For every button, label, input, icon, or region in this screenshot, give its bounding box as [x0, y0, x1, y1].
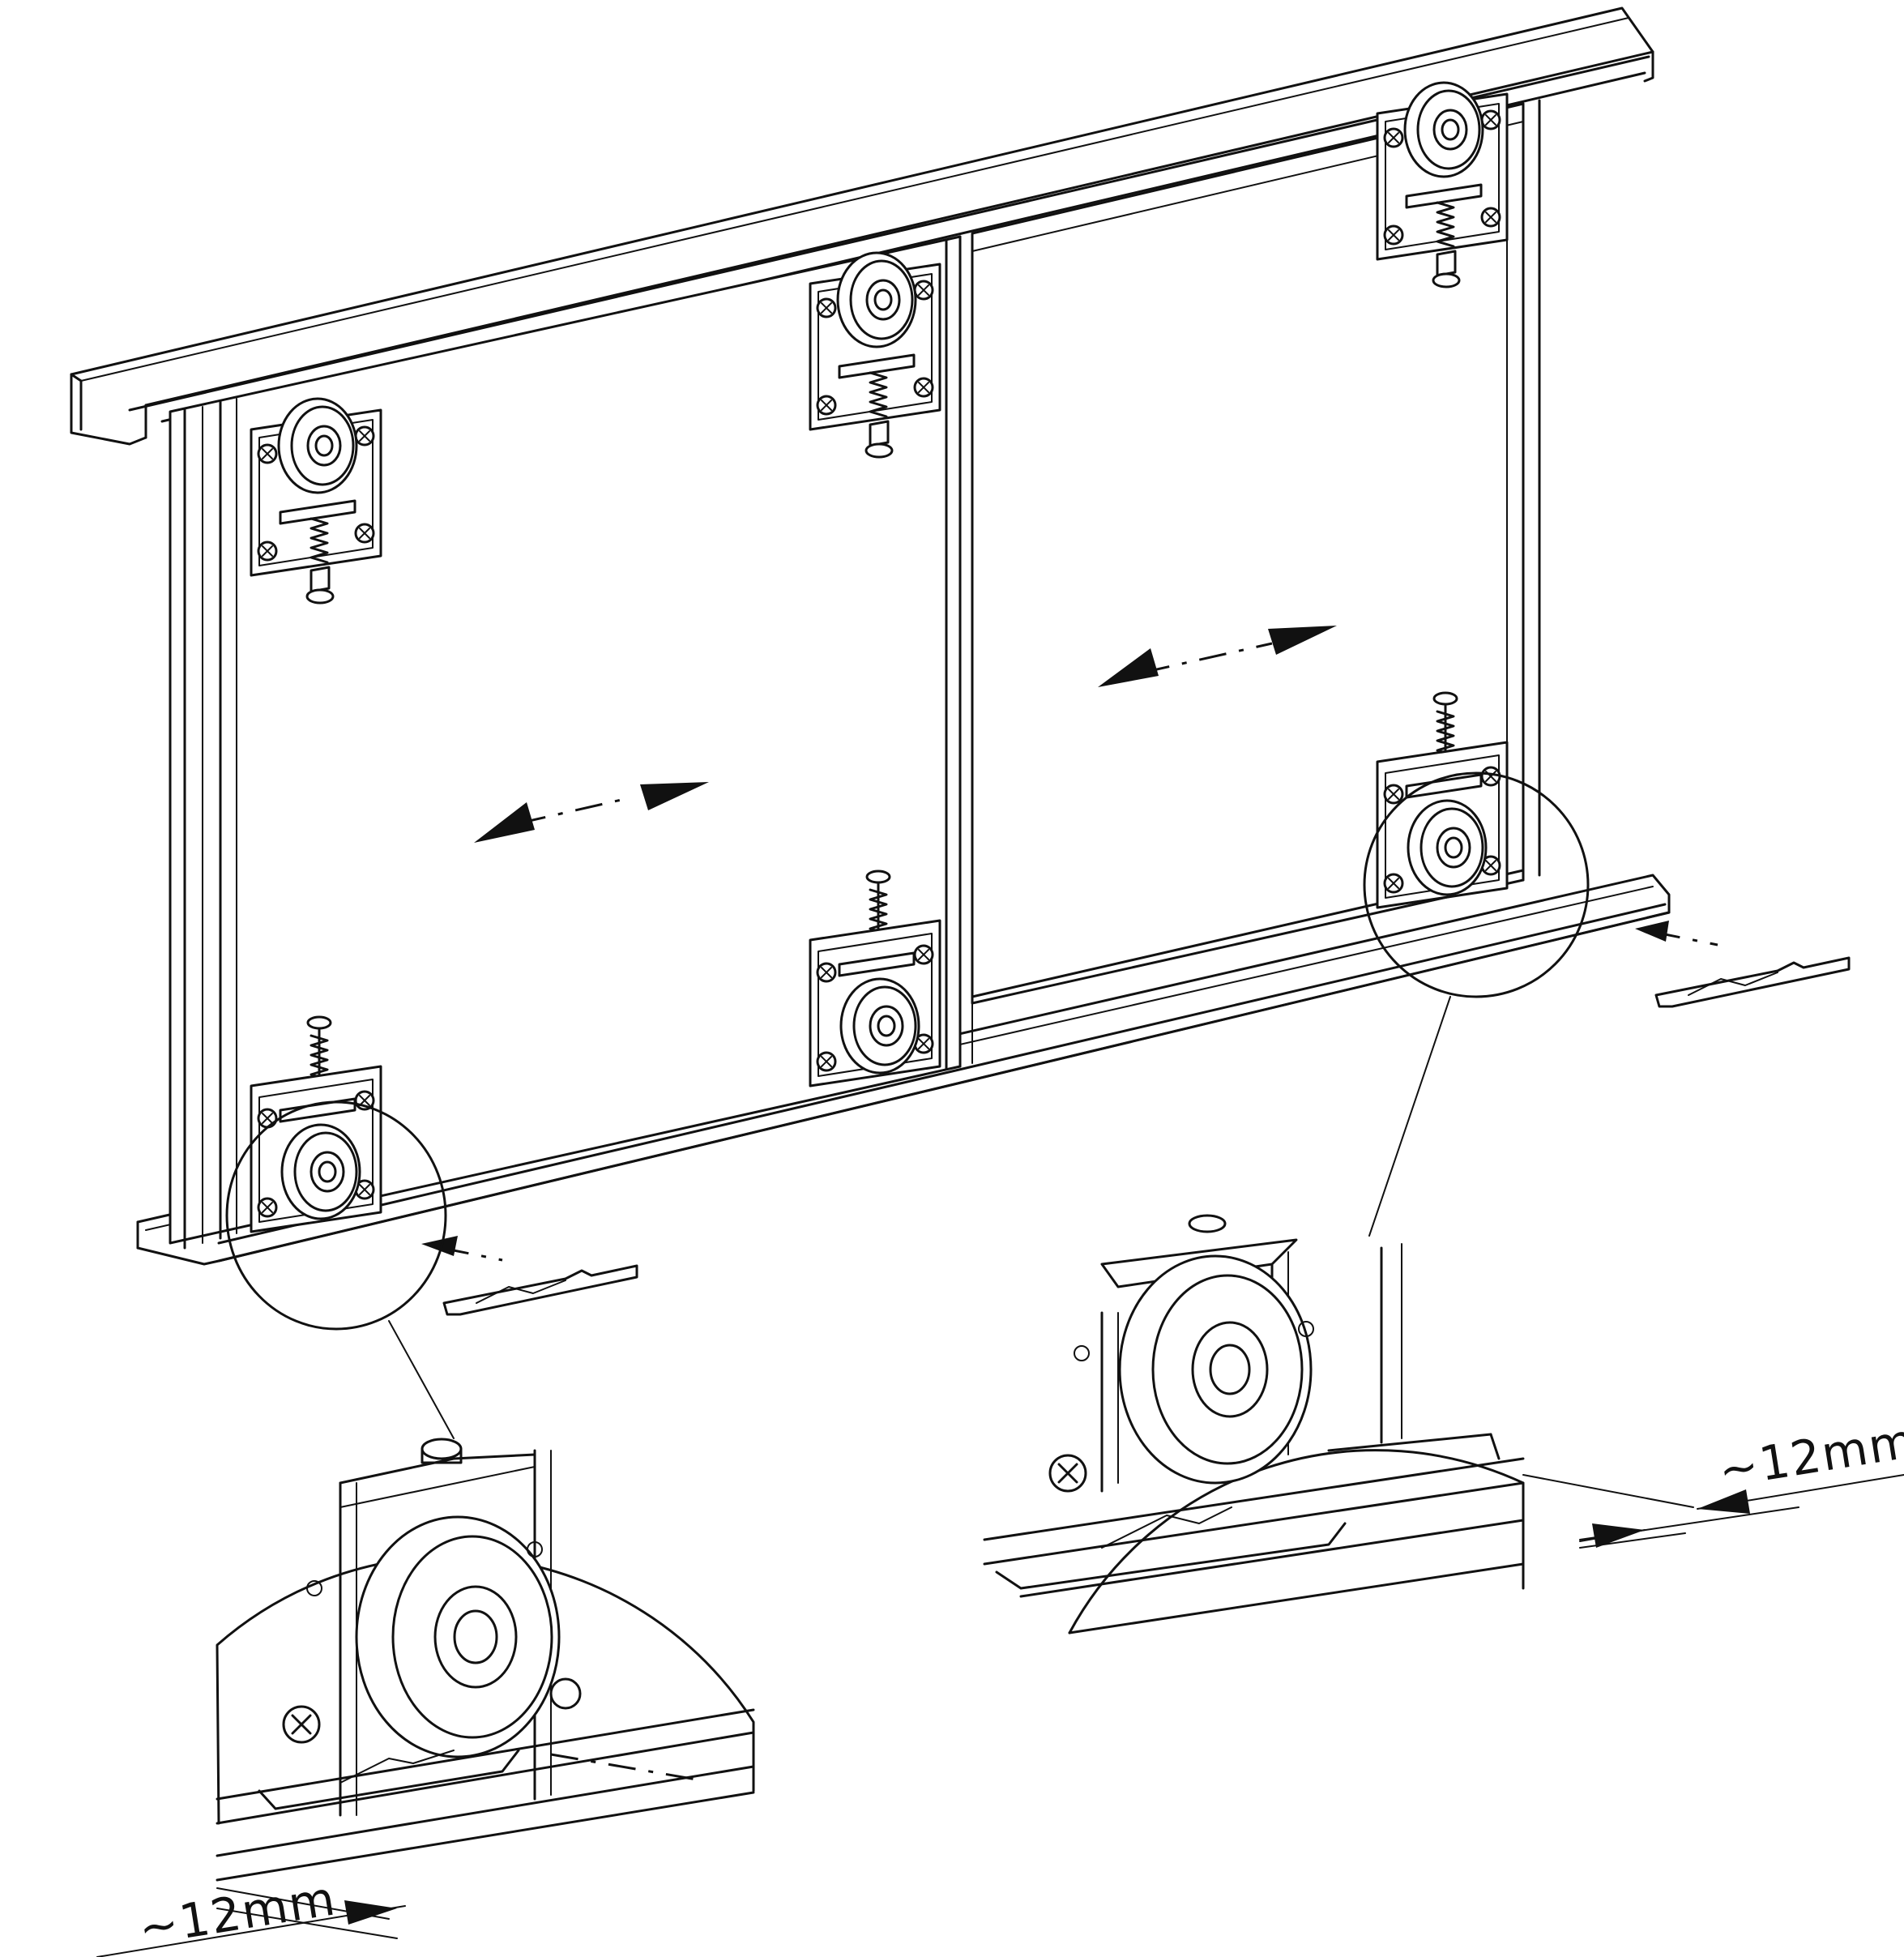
guide-clip [1635, 921, 1851, 1008]
slide-direction-arrow [474, 782, 709, 843]
dimension-label-right: ~12mm [1715, 1412, 1904, 1498]
detail-magnifier-circle [1363, 771, 1590, 1237]
slide-direction-arrow [1098, 626, 1337, 687]
dimension-arrow [96, 1900, 406, 1957]
dimension-arrow [1579, 1474, 1904, 1548]
detail-view-left [216, 1438, 755, 1939]
detail-view-right [983, 1214, 1799, 1634]
detail-magnifier-circle [225, 1100, 455, 1439]
dimension-label-left: ~12mm [135, 1870, 340, 1956]
guide-clip [421, 1236, 638, 1316]
